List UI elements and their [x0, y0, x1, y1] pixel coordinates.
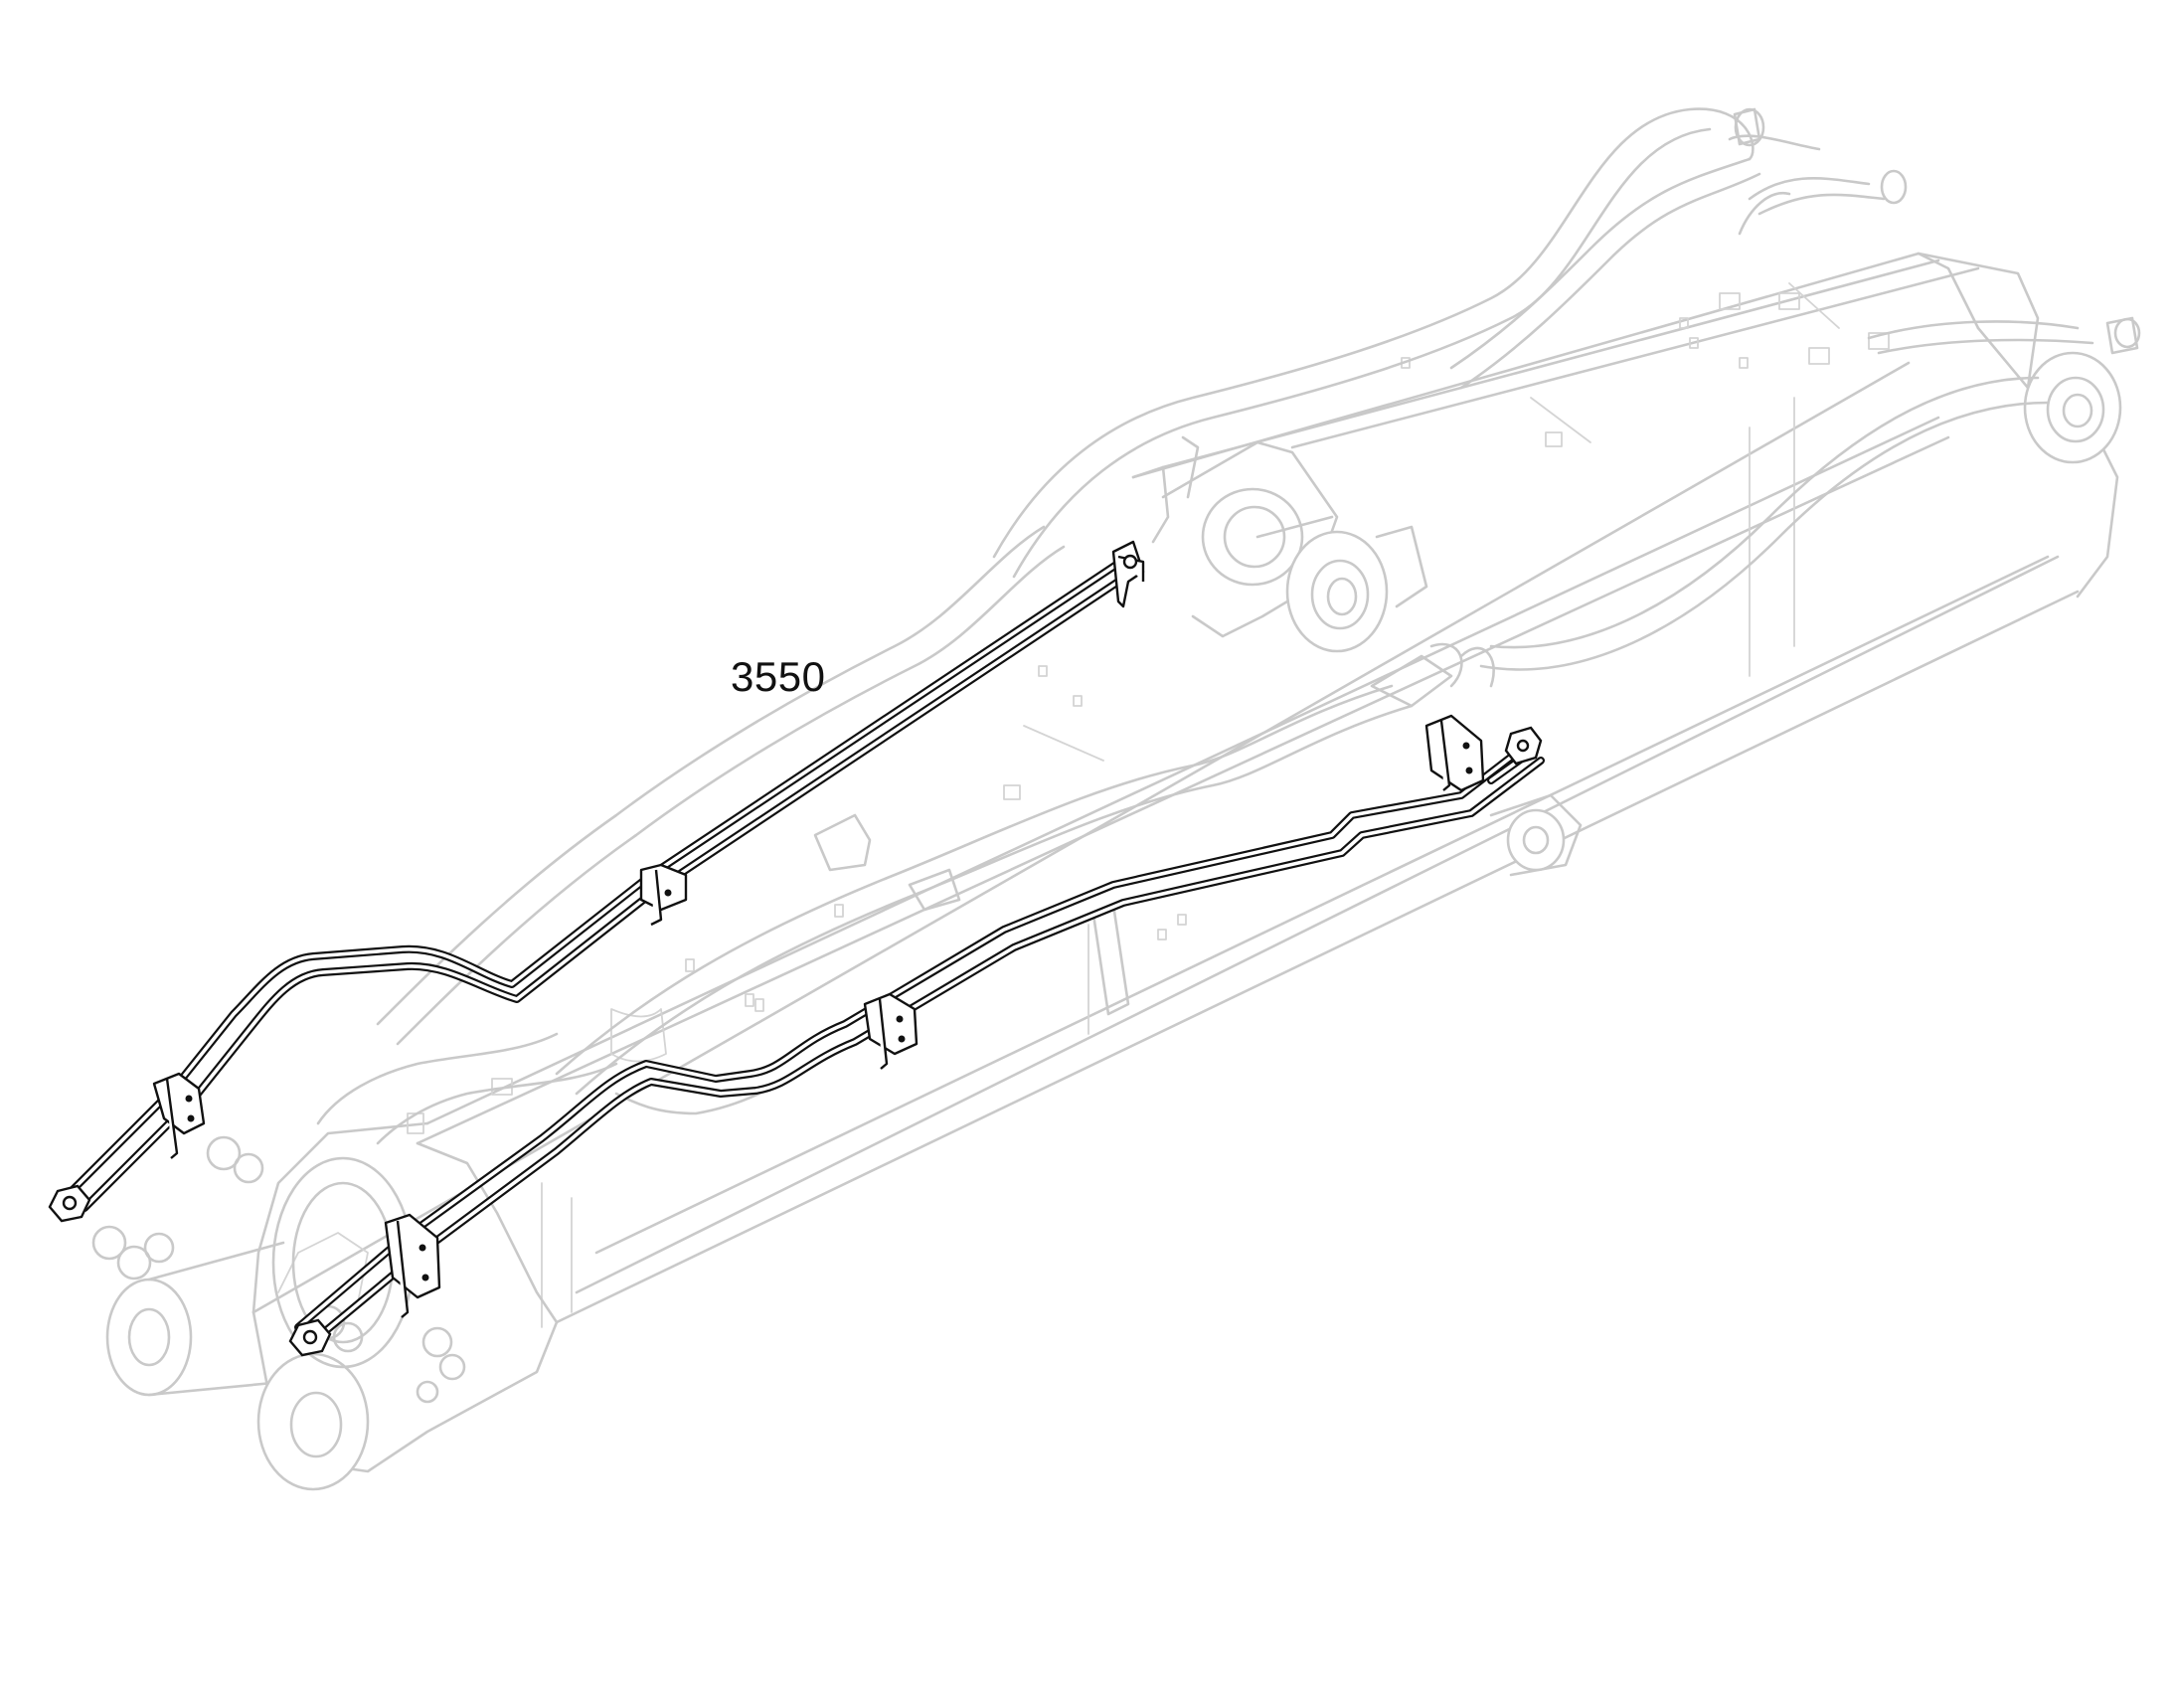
- clamp-lower-middle: [863, 992, 919, 1070]
- fitting-upper-right-end: [1122, 554, 1138, 570]
- clamp-lower-left: [384, 1213, 441, 1318]
- fitting-upper-left-end: [48, 1184, 91, 1223]
- hydraulic-lines: [61, 553, 1545, 1341]
- boom-structure: [91, 252, 2122, 1491]
- clamp-upper-left: [152, 1072, 206, 1159]
- upper-tube-a: [61, 553, 1132, 1202]
- clamp-upper-middle: [639, 863, 688, 927]
- fitting-lower-left-end: [288, 1318, 332, 1357]
- fitting-lower-right-end: [1487, 726, 1543, 784]
- lower-tube-b: [314, 757, 1545, 1341]
- end-fittings: [48, 554, 1543, 1357]
- ghost-hoses: [316, 107, 2141, 1145]
- part-number-callout: 3550: [731, 653, 826, 700]
- clamp-upper-right: [1111, 540, 1145, 608]
- clamp-lower-right: [1424, 714, 1485, 792]
